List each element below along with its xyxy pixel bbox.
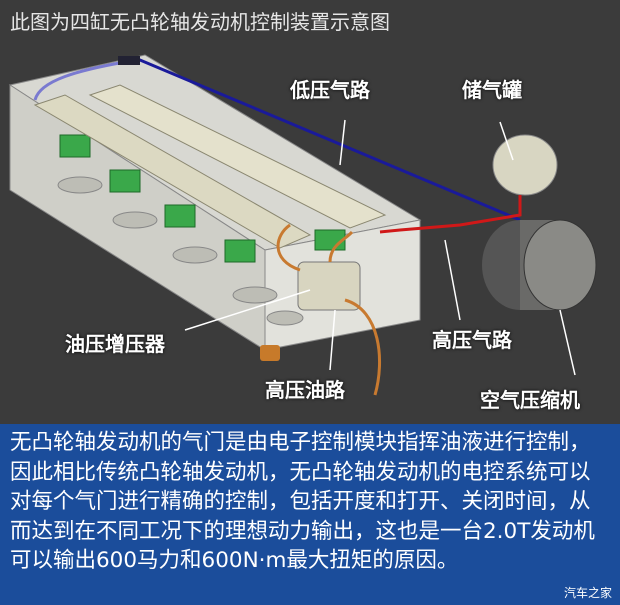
low-pressure-air-branch xyxy=(33,60,126,101)
connector xyxy=(118,56,140,65)
label-high-pressure-air: 高压气路 xyxy=(432,328,512,352)
valves xyxy=(57,176,304,326)
high-pressure-air-line xyxy=(379,195,522,234)
air-tank xyxy=(492,134,558,196)
label-oil-booster: 油压增压器 xyxy=(65,332,165,356)
fuel-rail-back xyxy=(88,84,387,229)
leader-lines xyxy=(184,119,576,376)
actuators xyxy=(59,134,346,263)
engine-diagram xyxy=(8,54,597,396)
label-low-pressure-air: 低压气路 xyxy=(290,78,370,102)
label-high-pressure-oil: 高压油路 xyxy=(265,378,345,402)
page-title: 此图为四缸无凸轮轴发动机控制装置示意图 xyxy=(10,10,390,34)
description-panel: 无凸轮轴发动机的气门是由电子控制模块指挥油液进行控制，因此相比传统凸轮轴发动机，… xyxy=(0,424,620,605)
air-compressor-face xyxy=(523,219,597,311)
label-air-tank: 储气罐 xyxy=(462,78,522,102)
oil-reservoir xyxy=(260,345,280,361)
watermark: 汽车之家 xyxy=(563,586,612,600)
high-pressure-oil-line xyxy=(344,298,381,396)
description-text: 无凸轮轴发动机的气门是由电子控制模块指挥油液进行控制，因此相比传统凸轮轴发动机，… xyxy=(10,430,595,573)
oil-line-branch xyxy=(276,223,354,272)
label-air-compressor: 空气压缩机 xyxy=(480,388,580,412)
fuel-rail-front xyxy=(33,94,312,249)
